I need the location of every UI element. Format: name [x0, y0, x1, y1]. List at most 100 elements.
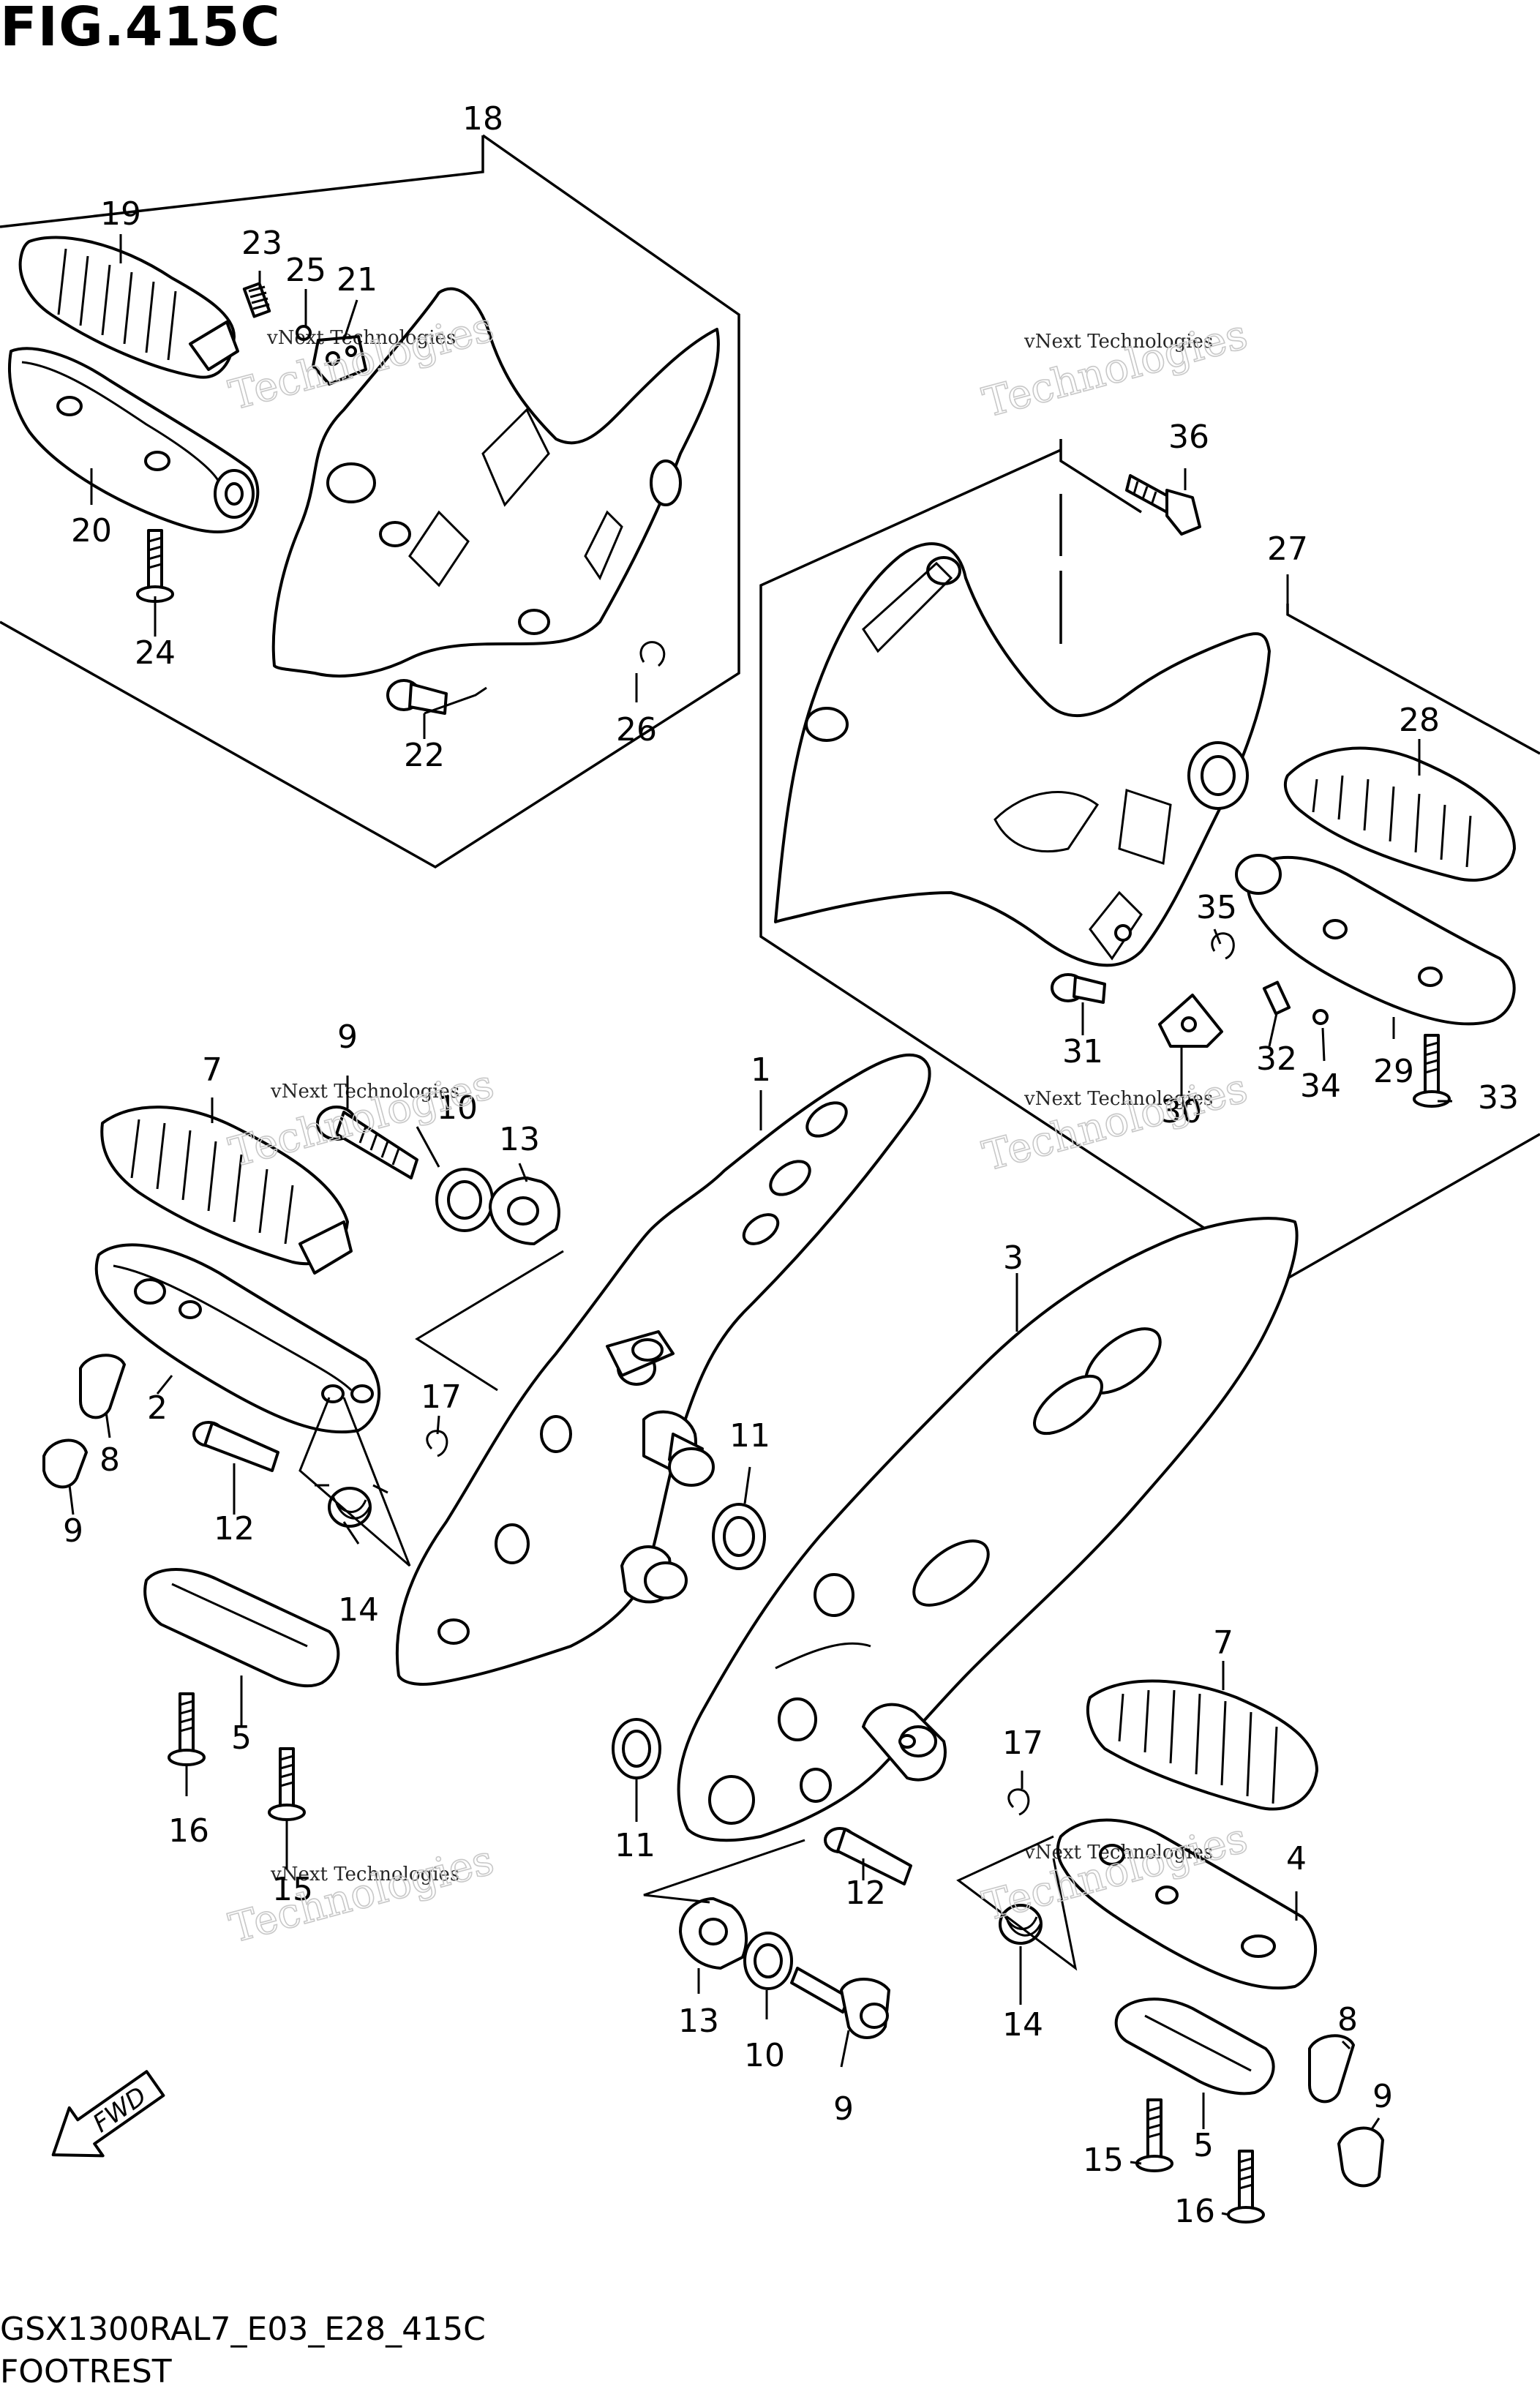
svg-text:vNext Technologies: vNext Technologies: [1023, 1088, 1213, 1110]
callout-5b: 5: [1193, 2127, 1214, 2164]
callout-16b: 16: [1174, 2193, 1215, 2230]
callout-4: 4: [1286, 1840, 1307, 1877]
callout-13: 13: [499, 1121, 540, 1158]
part-31-pin: [1051, 973, 1106, 1004]
svg-text:Technologies: Technologies: [978, 311, 1252, 427]
part-28-footpeg-rubber: [1283, 746, 1516, 882]
svg-text:Technologies: Technologies: [225, 1836, 499, 1953]
callout-25: 25: [285, 252, 326, 289]
svg-text:Technologies: Technologies: [978, 1065, 1252, 1181]
part-7b-spring: [1308, 2034, 1355, 2104]
svg-text:vNext Technologies: vNext Technologies: [270, 1864, 459, 1885]
part-15b-bolt: [1135, 2098, 1173, 2172]
callout-15: 15: [272, 1871, 313, 1908]
svg-text:vNext Technologies: vNext Technologies: [1023, 331, 1213, 353]
part-15-bolt: [268, 1747, 306, 1821]
part-8b-ball: [1337, 2126, 1384, 2188]
part-18-bracket: [271, 287, 720, 678]
part-24-bolt: [136, 529, 174, 603]
part-12b-pin: [824, 1827, 912, 1885]
part-13-bushing: [489, 1177, 560, 1245]
svg-text:vNext Technologies: vNext Technologies: [270, 1081, 459, 1103]
figure-caption: FOOTREST: [0, 2353, 172, 2390]
part-10b-washer: [743, 1932, 793, 1990]
part-30-plate: [1158, 994, 1223, 1048]
leader-lines: [68, 135, 1452, 2216]
part-19-footpeg-rubber: [18, 236, 239, 379]
callout-15b: 15: [1083, 2142, 1124, 2179]
callout-27: 27: [1267, 530, 1308, 568]
callout-9b: 9: [833, 2090, 854, 2128]
callout-11: 11: [729, 1417, 770, 1455]
part-8-ball: [42, 1438, 88, 1489]
callout-17b: 17: [1002, 1725, 1043, 1762]
part-21-plate: [312, 335, 367, 386]
part-32-spring: [1262, 980, 1291, 1016]
callout-19: 19: [100, 195, 141, 233]
callout-7b: 8: [1337, 2001, 1358, 2038]
part-22-pin: [386, 679, 448, 715]
callout-21: 21: [337, 261, 378, 299]
part-25-ball: [296, 325, 312, 341]
part-11-washer: [712, 1503, 766, 1570]
part-9-bolt: [316, 1106, 418, 1179]
part-35-clip: [1211, 932, 1235, 960]
callout-29: 29: [1373, 1053, 1414, 1090]
callout-9: 9: [337, 1018, 358, 1056]
callout-12: 12: [214, 1510, 255, 1547]
part-6b-footpeg-rubber: [1086, 1679, 1318, 1811]
model-code: GSX1300RAL7_E03_E28_415C: [0, 2311, 486, 2348]
callout-16: 16: [168, 1812, 209, 1850]
callout-32: 32: [1256, 1040, 1297, 1078]
part-33-bolt: [1413, 1034, 1451, 1108]
callout-3: 3: [1003, 1239, 1023, 1277]
part-29-footpeg: [1235, 854, 1516, 1026]
part-13b-bushing: [679, 1897, 748, 1970]
part-10-washer: [435, 1168, 494, 1232]
part-5-plate: [143, 1568, 340, 1688]
part-9b-bolt: [790, 1967, 890, 2039]
callout-30: 30: [1161, 1093, 1202, 1130]
part-20-footpeg: [8, 347, 260, 534]
part-5b-plate: [1114, 1997, 1275, 2095]
callout-6: 7: [202, 1051, 222, 1089]
callout-14b: 14: [1002, 2006, 1043, 2044]
part-11b-washer: [612, 1718, 661, 1779]
figure-title: FIG.415C: [0, 0, 281, 59]
callout-8b: 9: [1372, 2078, 1393, 2115]
part-17b-clip: [1007, 1788, 1030, 1816]
callout-17: 17: [421, 1378, 462, 1416]
part-36-bolt: [1125, 474, 1201, 536]
callout-34: 34: [1300, 1067, 1341, 1105]
callout-24: 24: [135, 634, 176, 672]
callout-26: 26: [616, 711, 657, 748]
callout-10: 10: [437, 1089, 478, 1127]
part-16-bolt: [168, 1692, 206, 1766]
callout-labels: 18 19 23 25 21 20 24 22 26 36 27 28 35 3…: [63, 100, 1519, 2230]
part-16b-bolt: [1227, 2150, 1265, 2224]
part-4-footpeg: [1056, 1818, 1318, 1990]
svg-text:vNext Technologies: vNext Technologies: [266, 327, 456, 349]
callout-2: 2: [147, 1389, 168, 1427]
callout-12b: 12: [845, 1875, 886, 1912]
part-27-bracket: [774, 542, 1271, 967]
callout-14: 14: [338, 1591, 379, 1629]
callout-23: 23: [241, 225, 282, 262]
callout-33: 33: [1478, 1079, 1519, 1117]
callout-31: 31: [1062, 1033, 1103, 1070]
part-17-clip: [426, 1430, 448, 1457]
callout-28: 28: [1399, 702, 1440, 739]
callout-18: 18: [462, 100, 503, 138]
callout-10b: 10: [744, 2037, 785, 2074]
part-12-pin: [192, 1421, 279, 1472]
part-2-footpeg: [94, 1243, 381, 1434]
svg-text:vNext Technologies: vNext Technologies: [1023, 1842, 1213, 1864]
part-6-footpeg-rubber: [100, 1106, 353, 1275]
fwd-arrow: FWD: [51, 2070, 165, 2158]
part-7-spring: [79, 1354, 126, 1419]
callout-6b: 7: [1213, 1624, 1233, 1662]
part-26-clip: [639, 641, 666, 667]
part-23-spring: [242, 282, 271, 318]
callout-20: 20: [71, 512, 112, 549]
part-3-bracket: [677, 1217, 1299, 1842]
